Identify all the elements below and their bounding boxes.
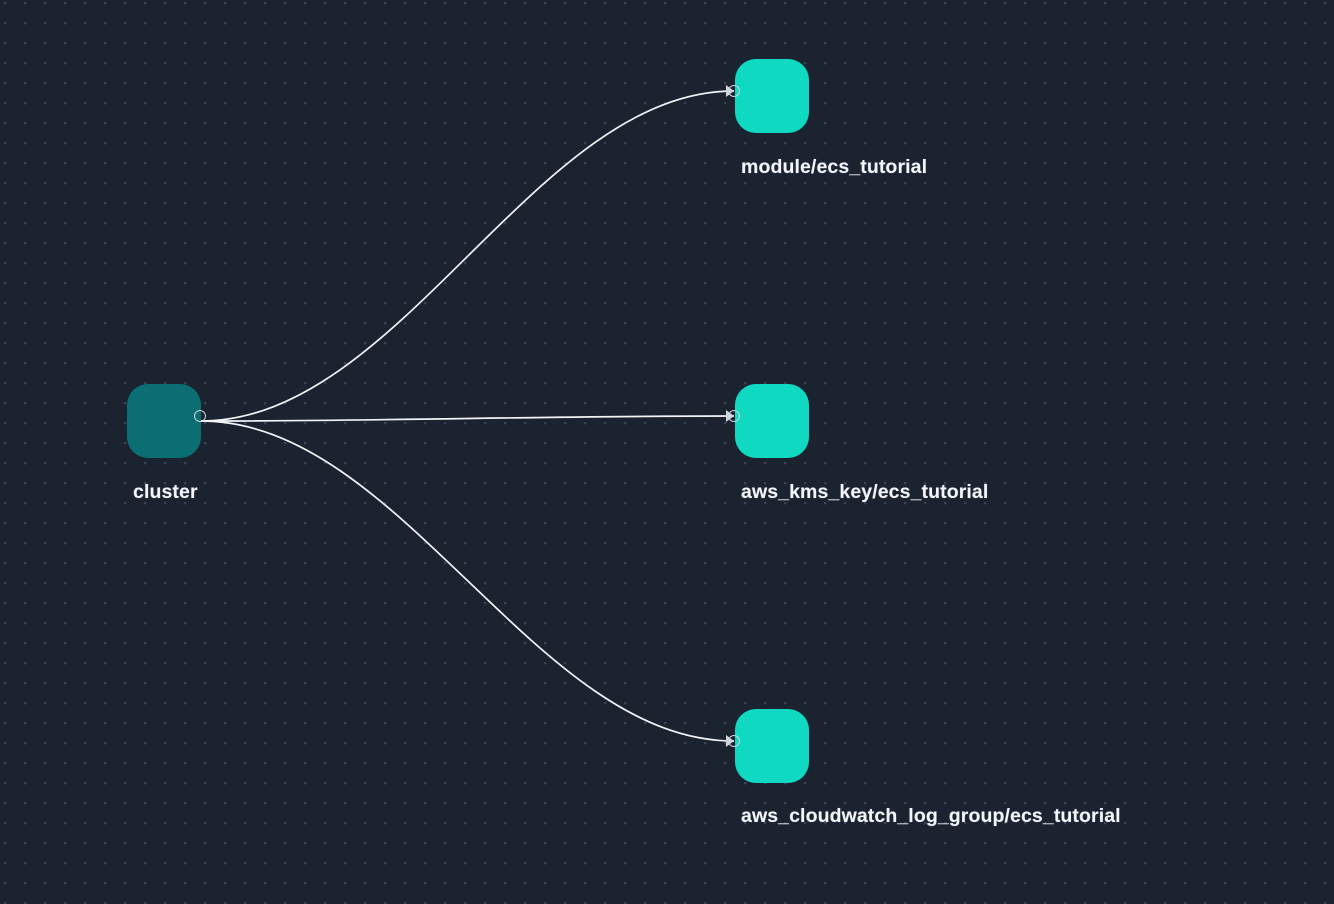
port-cluster-output[interactable] (194, 410, 206, 422)
graph-node-label-aws-cloudwatch-log-group-ecs-tutorial: aws_cloudwatch_log_group/ecs_tutorial (741, 805, 1121, 827)
graph-node-aws-kms-key-ecs-tutorial[interactable] (735, 384, 809, 458)
graph-node-aws-cloudwatch-log-group-ecs-tutorial[interactable] (735, 709, 809, 783)
edge-cluster-to-module (200, 90, 735, 422)
port-aws-kms-key-ecs-tutorial-input[interactable] (728, 410, 740, 422)
graph-node-label-module-ecs-tutorial: module/ecs_tutorial (741, 156, 928, 178)
edges-group (200, 90, 735, 742)
graph-node-label-aws-kms-key-ecs-tutorial: aws_kms_key/ecs_tutorial (741, 481, 989, 503)
graph-node-cluster[interactable] (127, 384, 201, 458)
port-aws-cloudwatch-log-group-ecs-tutorial-input[interactable] (728, 735, 740, 747)
graph-node-module-ecs-tutorial[interactable] (735, 59, 809, 133)
graph-node-label-cluster: cluster (133, 481, 198, 503)
edge-cluster-to-log-group (200, 420, 735, 742)
port-module-ecs-tutorial-input[interactable] (728, 85, 740, 97)
edge-cluster-to-kms (200, 415, 735, 422)
